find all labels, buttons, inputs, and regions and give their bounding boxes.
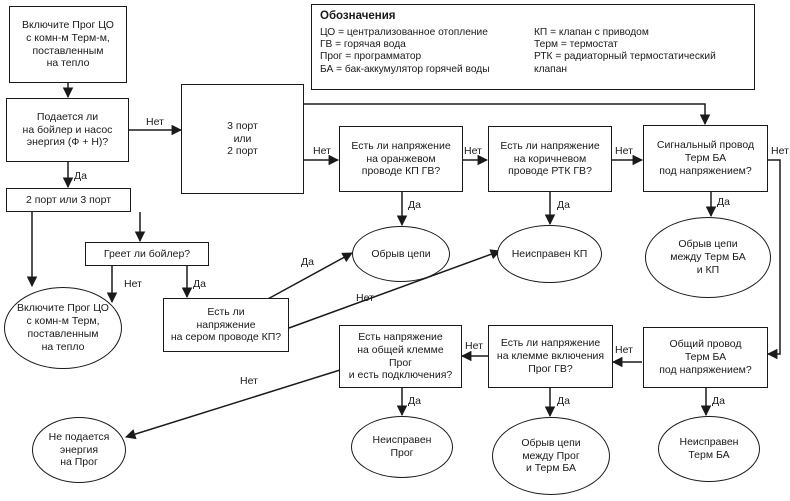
edge-label-no: Нет [146, 116, 164, 128]
node-on-terminal-question: Есть ли напряжение на клемме включения П… [488, 325, 613, 388]
node-port-2-or-3: 2 порт или 3 порт [6, 188, 131, 212]
legend-title: Обозначения [320, 10, 396, 22]
node-orange-wire-question: Есть ли напряжение на оранжевом проводе … [339, 126, 463, 192]
legend-right-column: КП = клапан с приводом Терм = термостат … [534, 27, 716, 76]
node-boiler-heat-question: Греет ли бойлер? [85, 242, 209, 266]
legend-box: Обозначения ЦО = централизованное отопле… [311, 4, 755, 90]
node-grey-wire-question: Есть ли напряжение на сером проводе КП? [163, 298, 289, 352]
edge-grey-no [288, 249, 501, 329]
edge-common-terminal-no [124, 369, 341, 440]
edge-label-yes: Да [712, 395, 725, 407]
legend-item: ГВ = горячая вода [320, 39, 406, 51]
legend-item: БА = бак-аккумулятор горячей воды [320, 63, 490, 75]
edge-label-no: Нет [464, 145, 482, 157]
legend-item: Прог = программатор [320, 51, 422, 63]
node-end-turn-on: Включите Прог ЦО с комн-м Терм, поставле… [4, 287, 122, 369]
edge-signal-no [766, 159, 781, 360]
node-signal-wire-question: Сигнальный провод Терм БА под напряжение… [643, 125, 768, 192]
node-end-valve-faulty: Неисправен КП [497, 225, 602, 283]
node-brown-wire-question: Есть ли напряжение на коричневом проводе… [488, 126, 612, 192]
edge-label-no: Нет [465, 340, 483, 352]
legend-item: Терм = термостат [534, 39, 618, 51]
edge-label-yes: Да [301, 256, 314, 268]
node-end-prog-faulty: Неисправен Прог [351, 416, 453, 478]
edge-label-no: Нет [771, 145, 789, 157]
node-port-3-or-2: 3 порт или 2 порт [181, 84, 304, 194]
node-end-open-prog-term: Обрыв цепи между Прог и Терм БА [492, 417, 610, 495]
node-end-term-faulty: Неисправен Терм БА [658, 416, 760, 482]
node-end-open-term-valve: Обрыв цепи между Терм БА и КП [645, 217, 771, 298]
legend-left-column: ЦО = централизованное отопление ГВ = гор… [320, 27, 490, 76]
edge-label-yes: Да [717, 196, 730, 208]
node-common-wire-question: Общий провод Терм БА под напряжением? [643, 327, 768, 388]
edge-label-no: Нет [313, 145, 331, 157]
legend-item: ЦО = централизованное отопление [320, 27, 488, 38]
edge-label-no: Нет [615, 344, 633, 356]
legend-item: РТК = радиаторный термостатический клапа… [534, 51, 716, 75]
edge-label-yes: Да [408, 395, 421, 407]
edge-label-no: Нет [356, 292, 374, 304]
edge-label-no: Нет [124, 278, 142, 290]
node-end-open-circuit: Обрыв цепи [352, 226, 450, 282]
edge-label-no: Нет [240, 375, 258, 387]
edge-port-top-to-signal [304, 103, 711, 126]
edge-grey-yes [265, 252, 353, 301]
node-end-no-power: Не подается энергия на Прог [32, 417, 126, 483]
node-common-terminal-question: Есть напряжение на общей клемме Прог и е… [339, 325, 462, 388]
node-boiler-power-question: Подается ли на бойлер и насос энергия (Ф… [6, 98, 129, 162]
node-start: Включите Прог ЦО с комн-м Терм-м, постав… [9, 6, 127, 83]
legend-item: КП = клапан с приводом [534, 27, 649, 38]
edge-label-yes: Да [74, 170, 87, 182]
edge-label-yes: Да [193, 278, 206, 290]
edge-label-no: Нет [615, 145, 633, 157]
edge-label-yes: Да [557, 395, 570, 407]
edge-label-yes: Да [557, 199, 570, 211]
edge-label-yes: Да [408, 199, 421, 211]
